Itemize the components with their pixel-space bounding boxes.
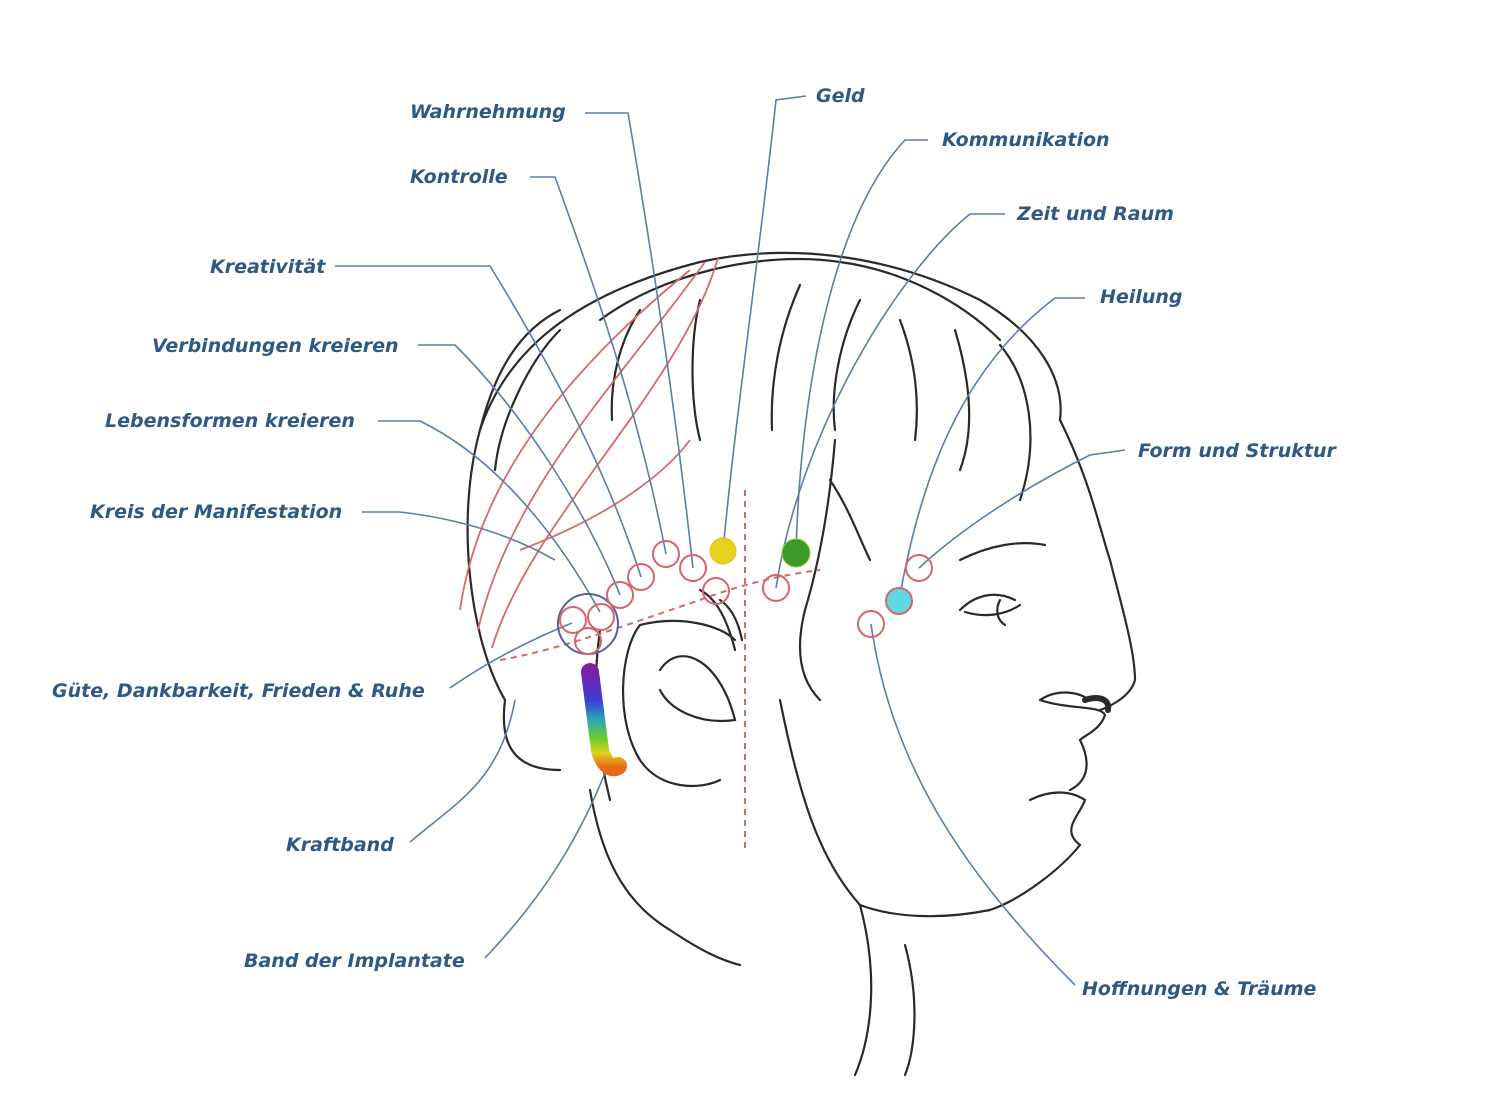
point [652,540,680,568]
point [627,563,655,591]
label-kreativitaet: Kreativität [210,256,326,278]
point [587,603,615,631]
label-kreis-der-manifestation: Kreis der Manifestation [90,501,342,523]
label-heilung: Heilung [1100,286,1182,308]
point [702,577,730,605]
point [857,610,885,638]
point [905,554,933,582]
label-zeit-und-raum: Zeit und Raum [1016,203,1174,225]
kommunikation-point [781,538,811,568]
geld-point [709,537,737,565]
energy-bands [459,257,821,850]
label-geld: Geld [816,85,865,107]
label-kraftband: Kraftband [286,834,394,856]
label-hoffnungen: Hoffnungen & Träume [1082,978,1317,1000]
label-kontrolle: Kontrolle [410,166,508,188]
kraftband-rainbow [581,663,627,777]
labels: Wahrnehmung Geld Kommunikation Kontrolle… [52,85,1338,1000]
point [559,606,587,634]
label-verbindungen: Verbindungen kreieren [152,335,399,357]
label-kommunikation: Kommunikation [942,129,1110,151]
heilung-point [885,587,913,615]
leader-lines [335,95,1126,986]
point [679,554,707,582]
point [762,574,790,602]
label-band-der-implantate: Band der Implantate [244,950,465,972]
energy-points [557,537,933,777]
head-outline [466,251,1137,1077]
label-lebensformen: Lebensformen kreieren [105,410,355,432]
label-form-und-struktur: Form und Struktur [1138,440,1338,462]
label-wahrnehmung: Wahrnehmung [410,101,566,123]
label-guete: Güte, Dankbarkeit, Frieden & Ruhe [52,680,425,702]
point [574,627,602,655]
point [606,581,634,609]
